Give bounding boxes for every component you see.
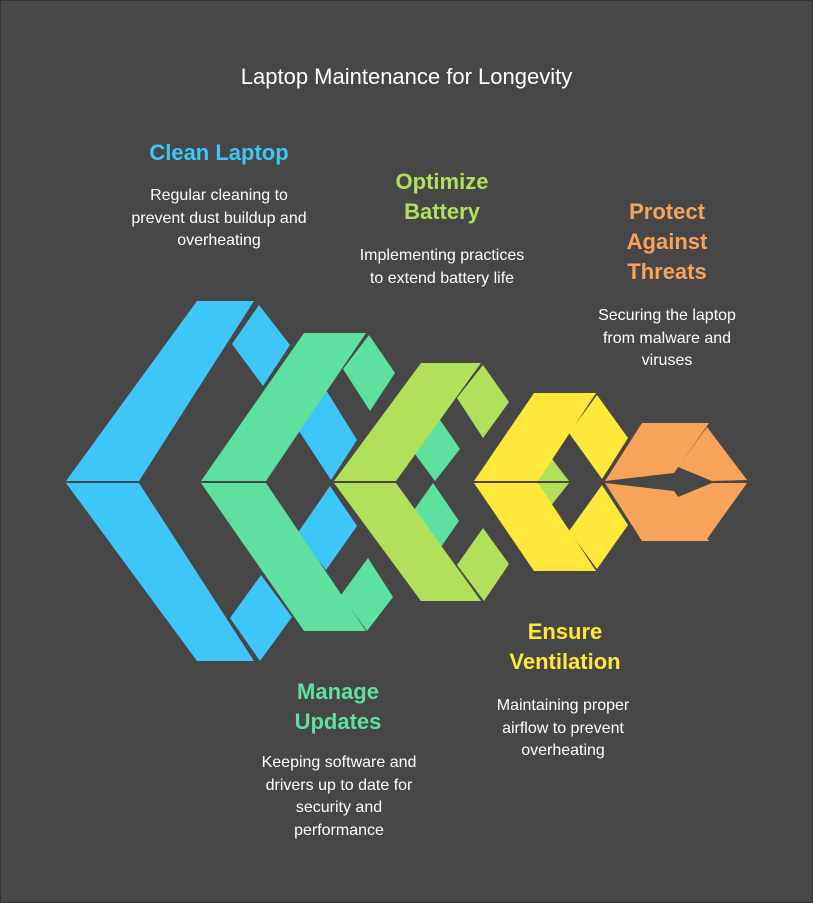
- chevron-2-front: [201, 333, 366, 481]
- step-desc-optimize-battery: Implementing practices to extend battery…: [359, 247, 525, 287]
- step-desc-protect-against-threats: Securing the laptop from malware and vir…: [598, 307, 736, 369]
- chevron-3-front: [334, 363, 481, 481]
- chevron-5-back: [678, 483, 747, 539]
- chevron-5-front: [605, 423, 709, 481]
- step-title-ensure-ventilation: Ensure Ventilation: [509, 619, 621, 674]
- chevron-ensure-ventilation: [474, 393, 628, 571]
- chevron-2-back: [341, 558, 393, 631]
- chevron-2-back: [343, 335, 395, 411]
- chevron-3-back: [457, 528, 509, 601]
- chevron-5-back: [678, 427, 747, 481]
- chevron-4-front: [474, 393, 596, 481]
- step-desc-ensure-ventilation: Maintaining proper airflow to prevent ov…: [496, 697, 630, 759]
- step-desc-manage-updates: Keeping software and drivers up to date …: [261, 754, 417, 839]
- chevron-1-back: [232, 305, 290, 386]
- step-title-optimize-battery: Optimize Battery: [395, 169, 489, 224]
- chevron-1-back: [230, 575, 292, 661]
- chevron-protect-against-threats: [605, 423, 747, 541]
- chevron-1-back: [299, 390, 357, 480]
- chevron-4-back: [569, 395, 628, 479]
- chevron-2-back: [407, 483, 459, 557]
- chevron-1-back: [297, 486, 357, 570]
- chevron-clean-laptop: [66, 301, 357, 661]
- chevron-1-front: [66, 483, 254, 661]
- chevron-1-front: [66, 301, 254, 481]
- page-title: Laptop Maintenance for Longevity: [240, 64, 573, 89]
- step-title-manage-updates: Manage Updates: [294, 679, 382, 734]
- step-title-clean-laptop: Clean Laptop: [149, 140, 289, 165]
- step-desc-clean-laptop: Regular cleaning to prevent dust buildup…: [131, 187, 307, 249]
- chevron-4-front: [474, 483, 596, 571]
- chevron-2-front: [201, 483, 366, 631]
- chevron-4-back: [569, 485, 628, 569]
- step-title-protect-against-threats: Protect Against Threats: [626, 199, 708, 284]
- chevron-3-back: [457, 365, 509, 438]
- chevron-3-front: [334, 483, 481, 601]
- chevron-5-front: [605, 483, 709, 541]
